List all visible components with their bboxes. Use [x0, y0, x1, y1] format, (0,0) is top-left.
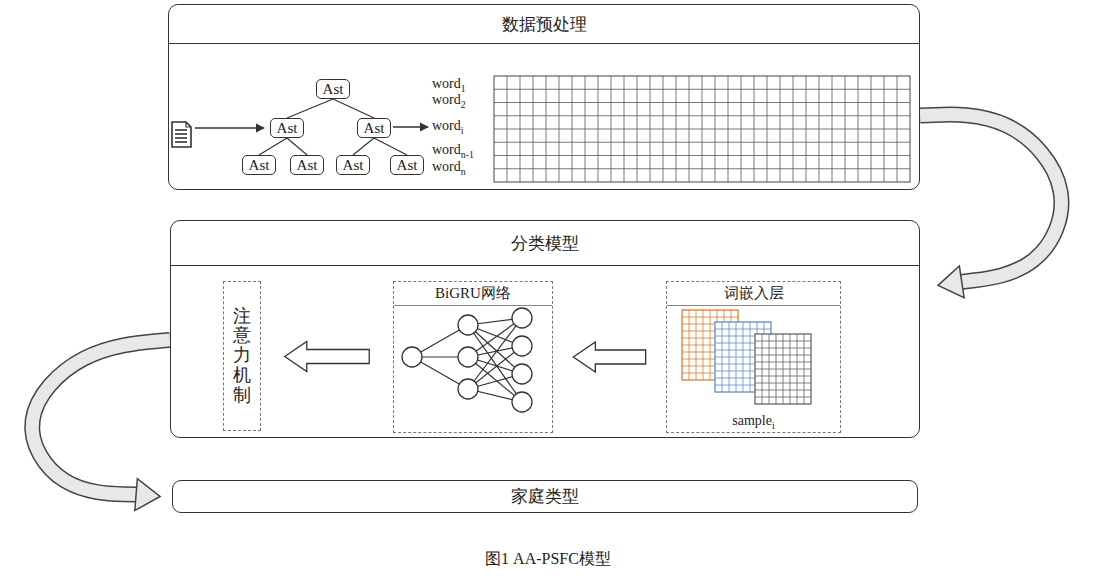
branch-line [333, 99, 374, 118]
branch-line [287, 99, 333, 118]
node-title: Ast [244, 156, 275, 174]
text-subscript: n-1 [461, 149, 474, 160]
curve-body [920, 115, 1061, 282]
tree-branch [287, 138, 307, 155]
network-symbol [402, 308, 532, 412]
node-title: Ast [272, 119, 303, 137]
label-slot: wordi [432, 118, 464, 134]
tree-branch [333, 99, 374, 118]
word-label: wordn-1 [432, 142, 474, 158]
caption-slot: 图1 AA-PSFC模型 [0, 549, 1096, 570]
tree-branch [374, 138, 407, 155]
text-subscript: 1 [461, 83, 466, 94]
branch-line [259, 138, 287, 155]
label-slot: word1 [432, 76, 466, 92]
text-main: word [432, 159, 461, 174]
branch-line [353, 138, 374, 155]
flow-arrow [32, 340, 170, 511]
branch-line [287, 138, 307, 155]
stage-band: 分类模型注意力机制 BiGRU网络 词嵌入层 samplei [170, 220, 920, 438]
node-title: 分类模型 [171, 221, 919, 266]
block-arrow-shape [285, 342, 369, 372]
text-main: word [432, 118, 461, 133]
node-title: 家庭类型 [511, 485, 579, 508]
word-label: word2 [432, 92, 466, 108]
attention-box: 注意力机制 [223, 281, 261, 431]
tree-branch [287, 99, 333, 118]
label-slot: word2 [432, 92, 466, 108]
node-note: samplei [667, 413, 840, 432]
ast-node: Ast [316, 79, 351, 99]
output-band: 家庭类型 [172, 480, 918, 513]
embedding-matrices [682, 310, 811, 404]
ast-node: Ast [290, 155, 325, 175]
figure-caption: 图1 AA-PSFC模型 [0, 549, 1096, 570]
input-arrow [195, 127, 264, 128]
text-subscript: i [772, 420, 775, 431]
word-label: word1 [432, 76, 466, 92]
curve-outline [32, 340, 170, 495]
document-icon [172, 122, 191, 147]
text-main: sample [732, 413, 772, 428]
tree-branch [259, 138, 287, 155]
branch-line [374, 138, 407, 155]
label-slot: wordn-1 [432, 142, 474, 158]
curve-outline [920, 115, 1061, 282]
stage-band: 数据预处理AstAstAstAstAstAstAst [168, 4, 920, 190]
node-title: 词嵌入层 [667, 282, 840, 306]
ast-node: Ast [336, 155, 371, 175]
node-title: BiGRU网络 [394, 282, 552, 306]
text-subscript: i [461, 125, 464, 136]
node-title: Ast [359, 119, 390, 137]
arrow-head [938, 266, 964, 298]
node-title: Ast [392, 156, 423, 174]
ast-node: Ast [242, 155, 277, 175]
text-main: word [432, 142, 461, 157]
word-label: wordi [432, 118, 464, 134]
arrow-head [135, 479, 160, 511]
node-title: Ast [338, 156, 369, 174]
flow-arrow [920, 115, 1061, 298]
label-slot: wordn [432, 159, 466, 175]
bigru-box: BiGRU网络 [393, 281, 553, 433]
node-title: Ast [292, 156, 323, 174]
node-title: 注意力机制 [233, 307, 251, 406]
ast-node: Ast [270, 118, 305, 138]
block-arrow [285, 342, 369, 372]
tree-branch [353, 138, 374, 155]
block-arrow [573, 342, 645, 372]
word-matrix [494, 76, 910, 182]
word-arrow [393, 126, 428, 127]
block-arrow-shape [573, 342, 645, 372]
text-main: word [432, 76, 461, 91]
node-title: Ast [318, 80, 349, 98]
word-label: wordn [432, 159, 466, 175]
ast-node: Ast [357, 118, 392, 138]
text-subscript: 2 [461, 99, 466, 110]
embedding-box: 词嵌入层 samplei [666, 281, 841, 433]
ast-node: Ast [390, 155, 425, 175]
curve-body [32, 340, 170, 495]
text-subscript: n [461, 166, 466, 177]
node-title: 数据预处理 [169, 5, 919, 44]
text-main: word [432, 92, 461, 107]
